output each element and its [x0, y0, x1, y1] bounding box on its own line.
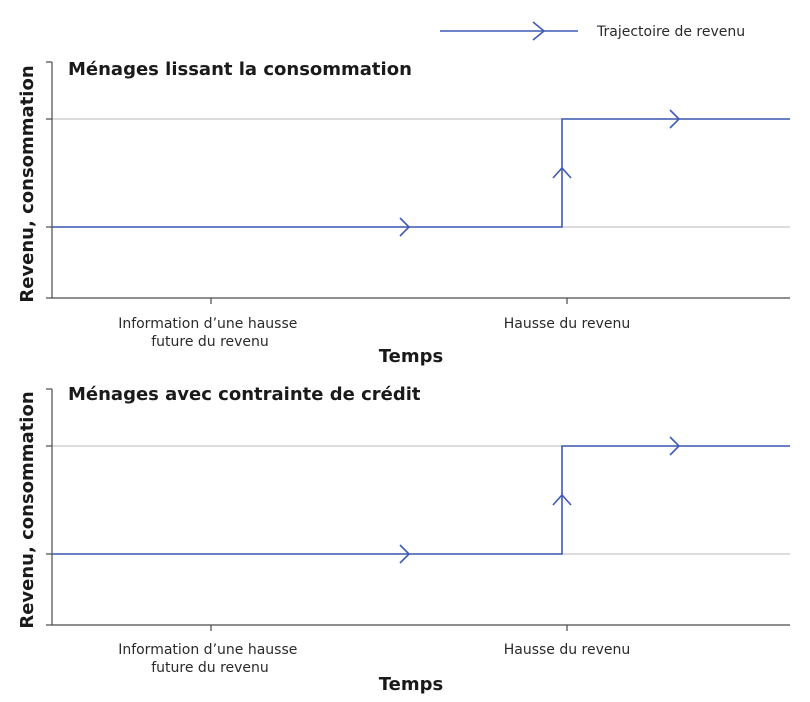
y-axis-label: Revenu, consommation — [17, 65, 38, 302]
x-axis-label: Temps — [379, 674, 443, 695]
arrow-right-icon — [399, 217, 411, 237]
y-axis-label: Revenu, consommation — [17, 391, 38, 628]
income-path-series — [52, 118, 790, 228]
income-path-series — [52, 445, 790, 555]
x-tick-label-hausse: Hausse du revenu — [504, 642, 631, 658]
legend: Trajectoire de revenu — [440, 21, 745, 41]
x-tick-label-information-line-2: future du revenu — [151, 334, 269, 350]
panel-title: Ménages avec contrainte de crédit — [68, 384, 421, 405]
x-tick-label-information: Information d’une hausse future du reven… — [118, 642, 302, 676]
x-tick-label-information-line-2: future du revenu — [151, 660, 269, 676]
legend-arrow-icon — [532, 21, 546, 41]
x-tick-label-information: Information d’une hausse future du reven… — [118, 316, 302, 350]
legend-label: Trajectoire de revenu — [596, 24, 745, 40]
x-tick-label-information-line-1: Information d’une hausse — [118, 316, 297, 332]
x-tick-label-information-line-1: Information d’une hausse — [118, 642, 297, 658]
arrow-up-icon — [552, 493, 572, 506]
arrow-right-icon — [399, 544, 411, 564]
panel-title: Ménages lissant la consommation — [68, 59, 412, 80]
arrow-right-icon — [669, 109, 681, 129]
x-axis-label: Temps — [379, 346, 443, 367]
arrow-right-icon — [669, 436, 681, 456]
panel-consumption-smoothing: Ménages lissant la consommation Revenu, … — [17, 59, 790, 367]
x-tick-label-hausse: Hausse du revenu — [504, 316, 631, 332]
arrow-up-icon — [552, 166, 572, 179]
panel-credit-constrained: Ménages avec contrainte de crédit Revenu… — [17, 384, 790, 695]
